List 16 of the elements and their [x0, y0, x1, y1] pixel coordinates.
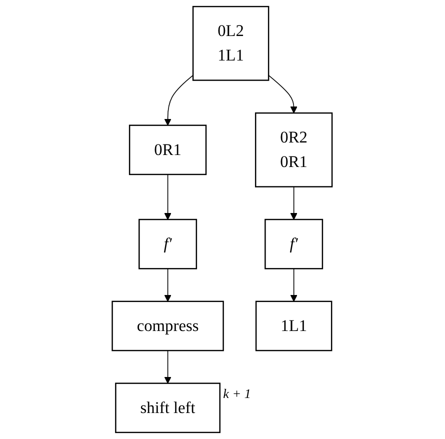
node-box: compress	[112, 300, 224, 352]
node-box: 0R2 0R1	[255, 112, 333, 188]
node-box: 0L2 1L1	[192, 6, 270, 81]
exponent-label: k + 1	[224, 386, 252, 402]
arrow	[164, 174, 172, 220]
arrow	[164, 74, 194, 126]
arrow	[290, 186, 298, 220]
arrow	[164, 268, 172, 302]
node-box: f′	[138, 218, 198, 270]
node-box: f′	[264, 218, 324, 270]
node-box: 1L1	[256, 300, 333, 352]
arrow	[268, 74, 298, 114]
arrow	[290, 268, 298, 302]
node-box: 0R1	[129, 124, 207, 176]
node-box: shift left	[115, 382, 221, 434]
arrow	[164, 350, 172, 384]
